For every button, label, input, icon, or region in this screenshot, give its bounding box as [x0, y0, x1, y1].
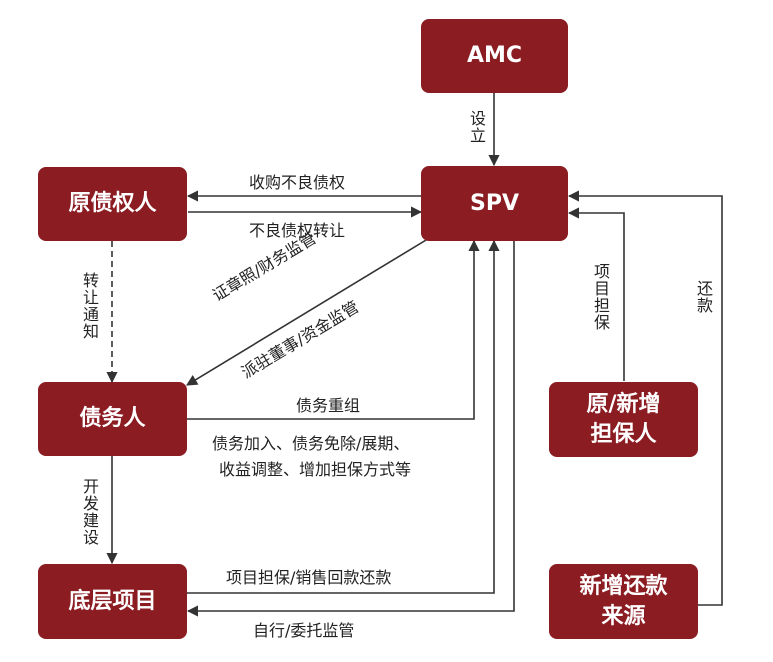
- edge-debtor-to-spv: [187, 239, 480, 420]
- node-new-repayment-source-label: 新增还款 来源: [579, 573, 668, 629]
- edge-guarantor-to-spv: [567, 207, 625, 381]
- node-spv: SPV: [421, 166, 568, 241]
- label-project-to-spv: 项目担保/销售回款还款: [226, 568, 392, 587]
- edge-project-to-spv: [187, 239, 500, 594]
- node-spv-label: SPV: [470, 190, 519, 216]
- node-debtor: 债务人: [38, 382, 187, 456]
- node-new-repayment-source: 新增还款 来源: [549, 564, 698, 639]
- label-creditor-to-spv: 不良债权转让: [249, 221, 346, 240]
- node-underlying-project: 底层项目: [38, 564, 187, 639]
- label-debtor-to-spv-detail-line2: 收益调整、增加担保方式等: [219, 460, 412, 479]
- label-spv-to-creditor: 收购不良债权: [249, 173, 346, 192]
- label-amc-to-spv: 设立: [467, 110, 486, 144]
- edge-repayment-to-spv: [567, 190, 723, 606]
- node-amc-label: AMC: [466, 43, 523, 69]
- node-original-creditor: 原债权人: [38, 167, 187, 241]
- node-underlying-project-label: 底层项目: [68, 588, 157, 614]
- edge-spv-to-debtor: [186, 233, 437, 386]
- node-guarantor: 原/新增 担保人: [549, 382, 698, 457]
- label-repayment-to-spv: 还款: [694, 280, 713, 314]
- label-debtor-to-spv-detail-line1: 债务加入、债务免除/展期、: [212, 434, 410, 453]
- label-debtor-to-spv: 债务重组: [296, 396, 361, 415]
- label-creditor-to-debtor: 转让通知: [80, 272, 99, 340]
- node-amc: AMC: [421, 19, 568, 93]
- label-debtor-to-project: 开发建设: [80, 478, 99, 546]
- node-original-creditor-label: 原债权人: [68, 191, 157, 217]
- label-guarantor-to-spv: 项目担保: [591, 263, 610, 331]
- edge-spv-to-project: [186, 241, 515, 617]
- node-debtor-label: 债务人: [79, 406, 146, 432]
- label-spv-to-project: 自行/委托监管: [253, 621, 355, 640]
- node-guarantor-label: 原/新增 担保人: [586, 391, 661, 447]
